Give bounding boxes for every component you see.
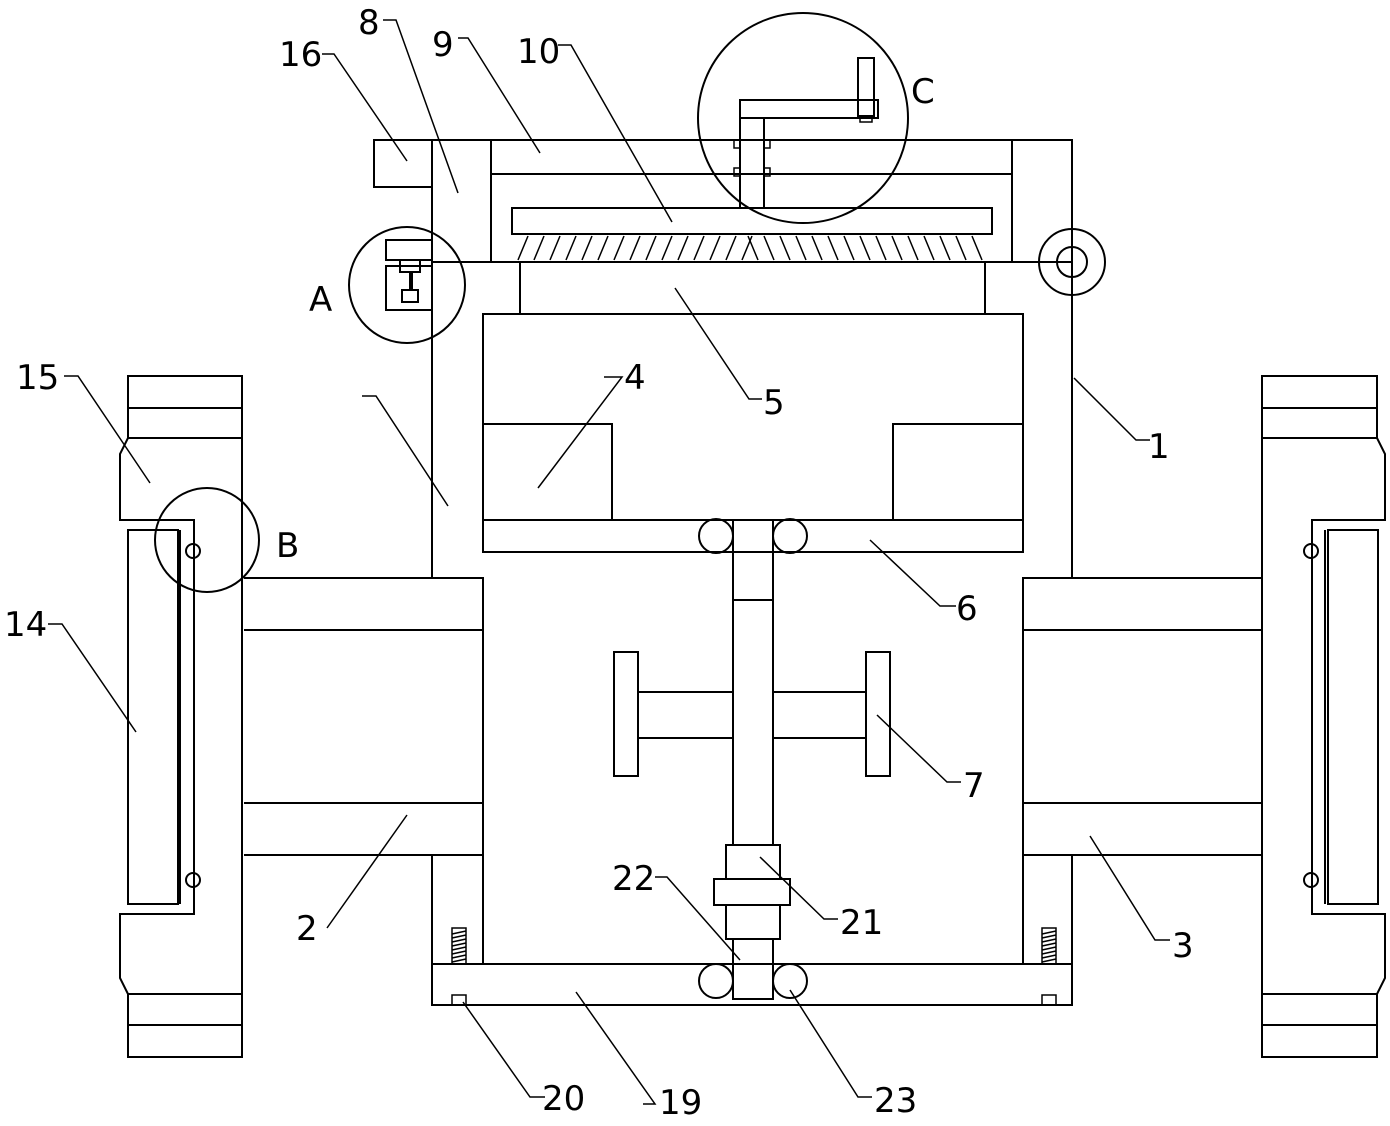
part-16-box [373, 139, 433, 188]
rack-tooth [725, 235, 737, 261]
label-4: 4 [624, 358, 646, 398]
rack-tooth [795, 235, 807, 261]
label-detail-a: A [309, 280, 332, 320]
rack-tooth [971, 235, 983, 261]
label-14: 14 [4, 605, 47, 645]
rack-tooth [859, 235, 871, 261]
central-shaft [713, 519, 791, 1000]
detail-a-circle [348, 226, 466, 344]
label-8: 8 [358, 3, 380, 43]
label-5: 5 [763, 383, 785, 423]
callout-labels: 1 2 3 4 5 6 7 8 9 10 14 15 16 19 20 21 2… [4, 3, 1194, 1123]
label-3: 3 [1172, 926, 1194, 966]
top-frame [431, 139, 1073, 578]
bottom-tray [431, 855, 1073, 1006]
pivot-circle [1038, 228, 1106, 296]
rack-tooth [827, 235, 839, 261]
label-detail-b: B [276, 526, 299, 566]
spring-coil [1041, 946, 1057, 951]
rack-tooth [843, 235, 855, 261]
rack-tooth [629, 235, 641, 261]
label-7: 7 [963, 766, 985, 806]
rack-tooth [923, 235, 935, 261]
rack-tooth [613, 235, 625, 261]
rack-tooth [677, 235, 689, 261]
rack-tooth [747, 235, 759, 261]
left-flange [119, 375, 260, 1058]
part-5-block [519, 261, 986, 315]
main-housing [482, 313, 1024, 554]
rack-tooth [779, 235, 791, 261]
label-23: 23 [874, 1081, 917, 1121]
rack-tooth [661, 235, 673, 261]
spring-coil [451, 930, 467, 935]
rack-tooth [709, 235, 721, 261]
spring-coil [451, 950, 467, 955]
rack-tooth [955, 235, 967, 261]
label-detail-c: C [911, 72, 935, 112]
part-10-rack [511, 207, 993, 235]
rack-tooth [517, 235, 529, 261]
label-10: 10 [517, 32, 560, 72]
spring-coil [451, 954, 467, 959]
right-flange [1261, 375, 1386, 1058]
rack-teeth [517, 235, 983, 261]
label-6: 6 [956, 589, 978, 629]
label-15: 15 [16, 358, 59, 398]
spring-coil [1041, 942, 1057, 947]
leader-lines [48, 19, 1170, 1105]
label-1: 1 [1148, 427, 1170, 467]
rack-tooth [581, 235, 593, 261]
rack-tooth [875, 235, 887, 261]
spring-coil [451, 938, 467, 943]
rack-tooth [693, 235, 705, 261]
spring-coil [451, 942, 467, 947]
spring-coil [451, 958, 467, 963]
detail-c-circle [697, 12, 909, 224]
part-7-impeller [613, 651, 891, 777]
spring-coil [1041, 938, 1057, 943]
label-9: 9 [432, 25, 454, 65]
rack-tooth [763, 235, 775, 261]
rack-tooth [549, 235, 561, 261]
rack-tooth [741, 235, 753, 261]
rack-tooth [939, 235, 951, 261]
label-21: 21 [840, 903, 883, 943]
rack-tooth [811, 235, 823, 261]
spring-coil [1041, 954, 1057, 959]
spring-coil [451, 946, 467, 951]
rack-tooth [645, 235, 657, 261]
spring-coil [1041, 958, 1057, 963]
spring-coil [451, 934, 467, 939]
rack-tooth [565, 235, 577, 261]
label-19: 19 [659, 1083, 702, 1123]
label-2: 2 [296, 909, 318, 949]
cross-pipe [244, 577, 1262, 856]
rack-tooth [533, 235, 545, 261]
spring-coil [1041, 934, 1057, 939]
label-22: 22 [612, 859, 655, 899]
rack-tooth [891, 235, 903, 261]
rack-tooth [597, 235, 609, 261]
label-16: 16 [279, 35, 322, 75]
rack-tooth [907, 235, 919, 261]
spring-coil [1041, 930, 1057, 935]
label-20: 20 [542, 1079, 585, 1119]
spring-coil [1041, 950, 1057, 955]
